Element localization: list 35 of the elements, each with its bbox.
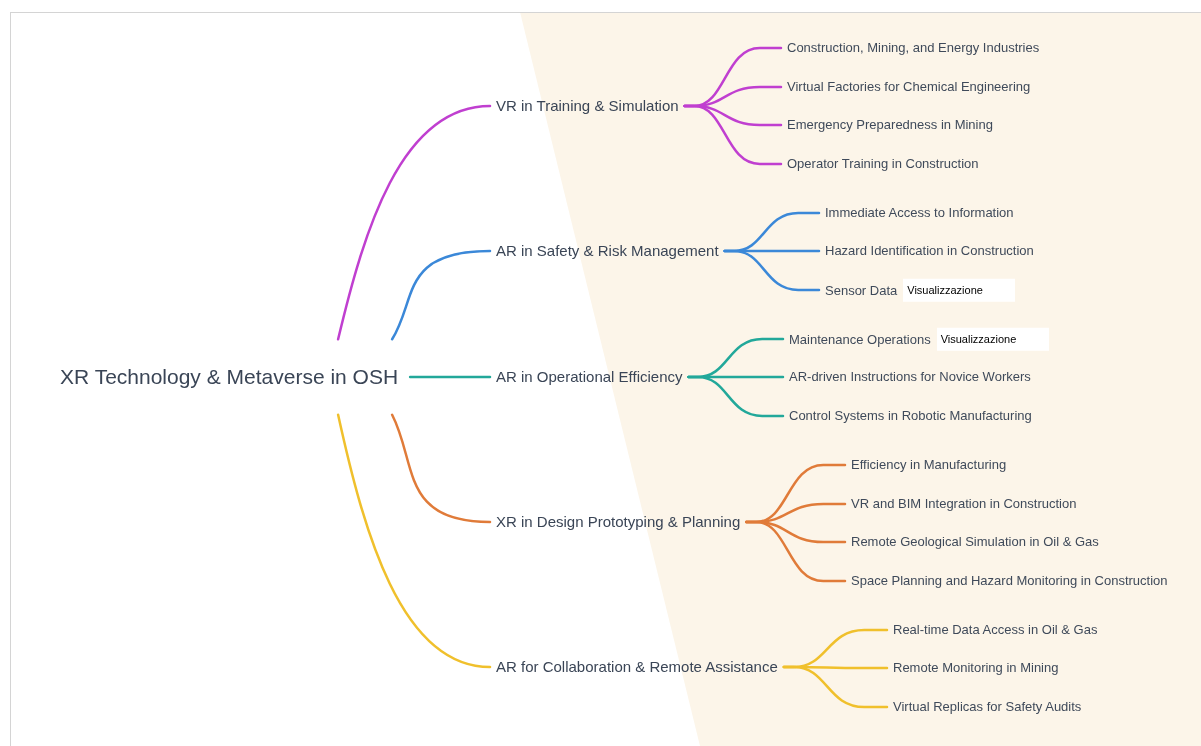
subtopic: Space Planning and Hazard Monitoring in Construction bbox=[851, 572, 1168, 591]
branch-topic: VR in Training & Simulation bbox=[496, 95, 679, 116]
subtopic: Construction, Mining, and Energy Industries bbox=[787, 39, 1040, 58]
branch-line bbox=[336, 413, 492, 669]
subtopic: Hazard Identification in Construction bbox=[825, 242, 1034, 261]
overlay-label: Visualizzazione bbox=[903, 278, 1016, 302]
branch-line bbox=[336, 104, 492, 341]
central-topic: XR Technology & Metaverse in OSH bbox=[60, 364, 399, 391]
subtopic: Immediate Access to Information bbox=[825, 204, 1014, 223]
subtopic: Remote Geological Simulation in Oil & Gas bbox=[851, 533, 1099, 552]
subtopic: Emergency Preparedness in Mining bbox=[787, 116, 993, 135]
subtopic: Virtual Factories for Chemical Engineering bbox=[787, 78, 1031, 97]
subtopic: Efficiency in Manufacturing bbox=[851, 456, 1007, 475]
branch-topic: XR in Design Prototyping & Planning bbox=[496, 511, 741, 532]
subtopic: Sensor Data bbox=[825, 281, 898, 300]
subtopic: VR and BIM Integration in Construction bbox=[851, 495, 1077, 514]
branch-line bbox=[390, 413, 492, 524]
overlay-label: Visualizzazione bbox=[936, 327, 1049, 351]
branch-line bbox=[687, 375, 785, 418]
branch-line bbox=[408, 375, 492, 379]
branch-topic: AR in Safety & Risk Management bbox=[496, 240, 719, 261]
branch-topic: AR for Collaboration & Remote Assistance bbox=[496, 656, 778, 677]
branch-line bbox=[745, 520, 847, 583]
branch-line bbox=[723, 249, 821, 292]
subtopic: Virtual Replicas for Safety Audits bbox=[893, 698, 1082, 717]
subtopic: AR-driven Instructions for Novice Workers bbox=[789, 368, 1031, 387]
branch-topic: AR in Operational Efficiency bbox=[496, 366, 683, 387]
subtopic: Control Systems in Robotic Manufacturing bbox=[789, 407, 1032, 426]
subtopic: Real-time Data Access in Oil & Gas bbox=[893, 621, 1098, 640]
branch-line bbox=[683, 104, 783, 166]
branch-line bbox=[782, 665, 889, 709]
branch-line bbox=[390, 249, 492, 341]
subtopic: Remote Monitoring in Mining bbox=[893, 659, 1059, 678]
subtopic: Maintenance Operations bbox=[789, 330, 931, 349]
subtopic: Operator Training in Construction bbox=[787, 155, 979, 174]
